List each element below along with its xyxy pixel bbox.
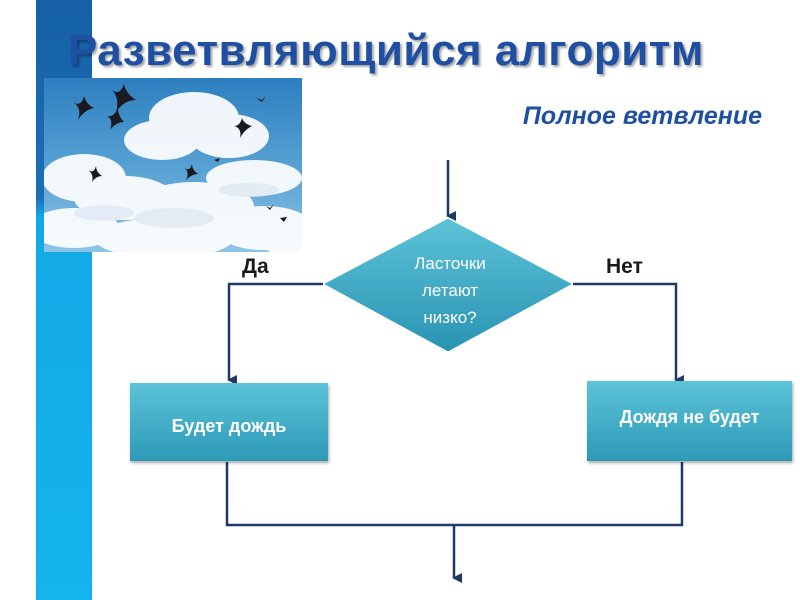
decision-question: Ласточки летают низко? xyxy=(362,250,538,331)
process-yes-text: Будет дождь xyxy=(171,415,287,436)
decision-line-1: Ласточки xyxy=(414,254,486,273)
swallows-photo xyxy=(44,78,302,252)
yes-connector xyxy=(227,282,323,385)
no-branch-label: Нет xyxy=(606,255,643,278)
slide-subtitle: Полное ветвление xyxy=(522,102,762,130)
decision-line-2: летают xyxy=(421,281,479,300)
process-box-no: Дождя не будет xyxy=(587,381,792,461)
decision-diamond xyxy=(321,217,575,353)
slide-title: Разветвляющийся алгоритм xyxy=(68,26,704,75)
decision-line-3: низко? xyxy=(423,308,477,327)
merge-connector xyxy=(225,462,684,527)
yes-branch-label: Да xyxy=(242,255,269,278)
process-no-text: Дождя не будет xyxy=(619,406,760,427)
process-box-yes: Будет дождь xyxy=(130,383,328,461)
no-connector xyxy=(573,282,684,385)
